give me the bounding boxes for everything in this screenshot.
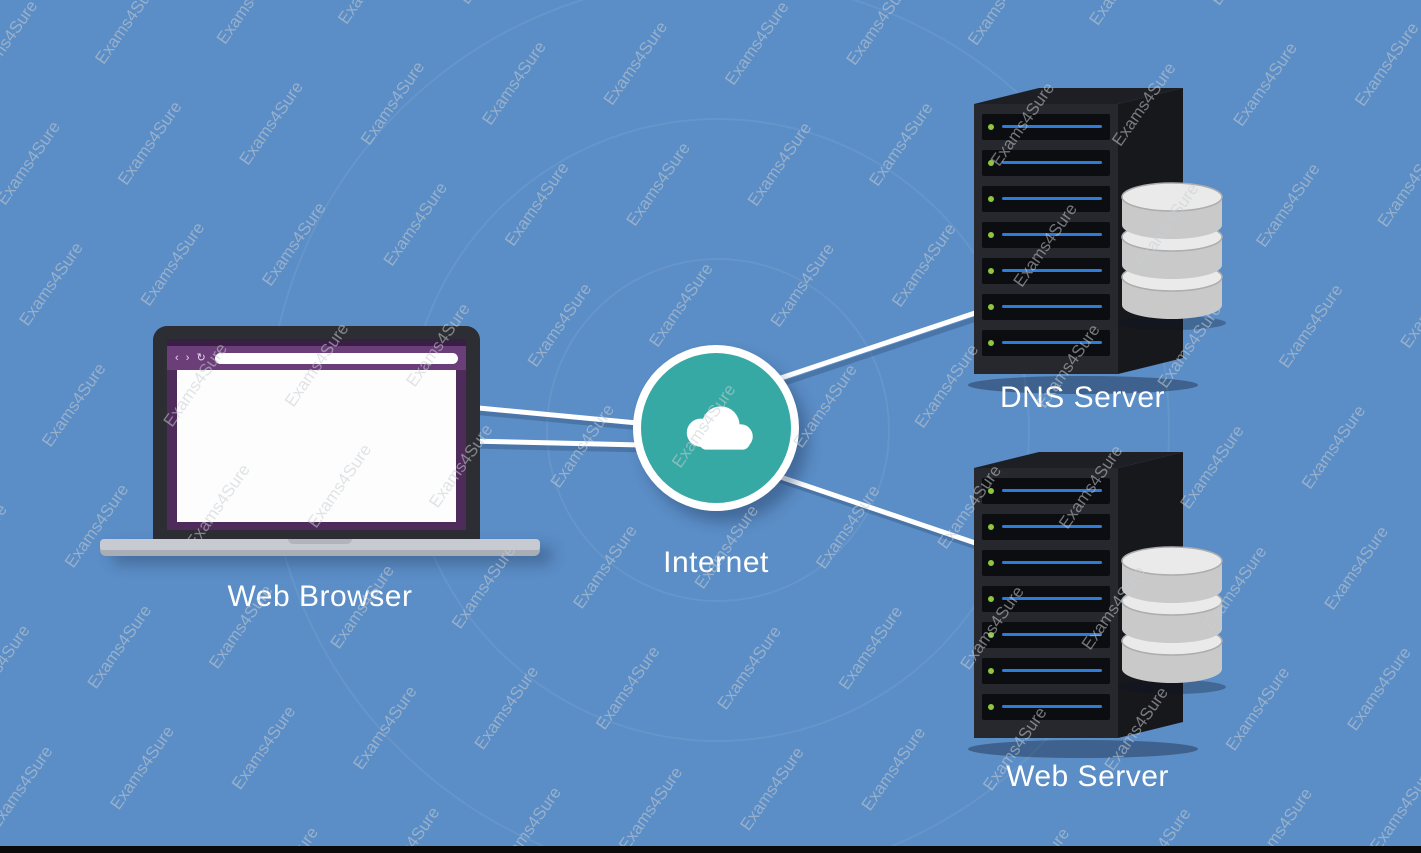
cloud-icon	[686, 406, 753, 450]
browser-content-area	[177, 370, 456, 522]
browser-toolbar: ‹ › ↻	[167, 346, 466, 370]
internet-node	[633, 345, 799, 511]
dns-server-node	[958, 82, 1243, 417]
internet-label: Internet	[663, 546, 769, 579]
dns-server-label: DNS Server	[999, 381, 1166, 414]
web-server-node	[958, 446, 1243, 781]
web-browser-node: ‹ › ↻	[100, 326, 540, 562]
laptop-base	[100, 539, 540, 556]
bottom-edge-bar	[0, 846, 1421, 853]
web-server-label: Web Server	[1006, 760, 1169, 793]
database-icon	[1118, 182, 1226, 330]
web-browser-label: Web Browser	[227, 580, 413, 613]
laptop-screen: ‹ › ↻	[153, 326, 480, 540]
browser-window: ‹ › ↻	[167, 339, 466, 530]
database-icon	[1118, 546, 1226, 694]
browser-nav-icons: ‹ › ↻	[175, 351, 208, 364]
browser-title-strip	[167, 339, 466, 346]
browser-address-bar	[214, 352, 458, 364]
